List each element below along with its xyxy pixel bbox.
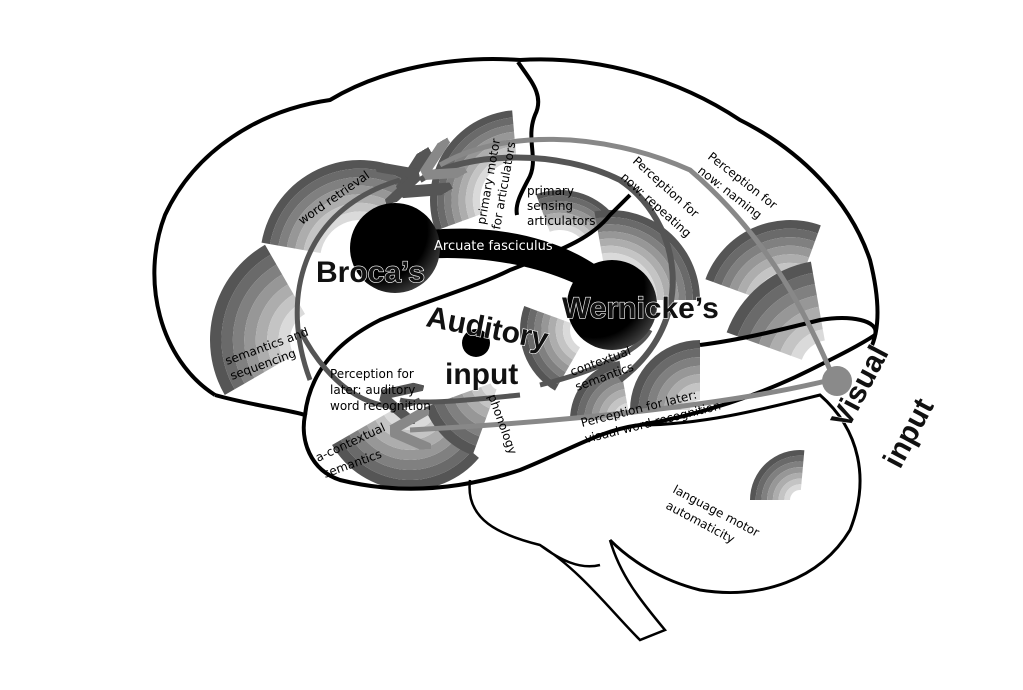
- wedge-visual-3-band: [748, 284, 817, 345]
- primary-sensing-label-3: articulators: [527, 214, 595, 228]
- wedge-phonology-band: [434, 400, 480, 446]
- primary-sensing-label-2: sensing: [527, 199, 573, 213]
- wedge-wernicke-band: [598, 231, 679, 300]
- arrow-word-retrieval: [294, 180, 400, 381]
- wedge-visual-2-band: [672, 382, 700, 410]
- wedge-visual-2-band: [655, 365, 700, 410]
- wedge-contextual-semantics-band: [562, 320, 580, 354]
- perception-auditory-label-1: Perception for: [330, 367, 414, 381]
- wedge-primary-sensing-band: [538, 195, 610, 223]
- wedge-primary-sensing-band: [536, 190, 614, 219]
- visual-node: [822, 366, 852, 396]
- wedge-acontextual-band: [349, 430, 464, 470]
- wedge-visual-3-band: [758, 295, 819, 349]
- wedge-naming-band: [729, 245, 812, 291]
- arcuate-fasciculus: [395, 228, 615, 305]
- wedge-primary-sensing-band: [543, 212, 597, 234]
- wedge-contextual-semantics-band: [541, 313, 570, 373]
- wedge-wernicke-band: [596, 224, 686, 300]
- wedge-language-motor-band: [778, 478, 802, 500]
- wedge-phonology-band: [462, 390, 490, 418]
- auditory-label-2: input: [445, 358, 518, 391]
- wedge-semantics-sequencing-band: [232, 264, 283, 384]
- central-sulcus: [514, 60, 541, 216]
- wedge-phonology-band: [481, 383, 497, 399]
- arrow-repeating: [420, 158, 676, 383]
- wedge-word-retrieval-band: [278, 177, 402, 248]
- wedge-semantics-sequencing-band: [244, 274, 288, 378]
- sylvian-fissure: [303, 193, 632, 416]
- wedge-language-motor-band: [750, 450, 805, 500]
- wedge-language-motor-band: [772, 472, 803, 500]
- wedge-word-retrieval-band: [269, 168, 406, 246]
- wedge-visual-3-band: [737, 272, 815, 341]
- temporal-lobe-outline: [214, 316, 878, 491]
- wedge-word-retrieval-band: [295, 194, 393, 251]
- arrow-wernicke-loop: [539, 328, 653, 388]
- wedge-language-motor-band: [767, 467, 803, 500]
- wedge-primary-sensing-band: [541, 207, 601, 230]
- wedge-semantics-sequencing-band: [267, 294, 300, 367]
- wedge-acontextual-band: [332, 440, 479, 491]
- wedge-primary-sensing-band: [545, 218, 592, 238]
- wedge-semantics-sequencing-band: [255, 284, 294, 373]
- wedge-primary-sensing-band: [547, 224, 588, 241]
- arrow-naming: [440, 136, 833, 371]
- wedge-primary-motor-band: [458, 138, 516, 222]
- broca-node: [350, 203, 440, 293]
- wedge-language-motor-band: [761, 461, 804, 500]
- wedge-naming-band: [705, 220, 821, 283]
- wedge-acontextual-band: [340, 435, 472, 481]
- wedge-primary-motor-band: [430, 110, 513, 231]
- wedge-naming-band: [713, 228, 818, 286]
- wernicke-node: [567, 260, 657, 350]
- wedge-semantics-sequencing-band: [210, 244, 271, 395]
- arrow-auditory-recognition: [400, 395, 521, 402]
- visual-label-2: input: [877, 393, 941, 473]
- wernicke-label: Wernicke’s: [562, 292, 719, 325]
- wedge-naming-band: [721, 237, 815, 289]
- wedge-wernicke-band: [599, 238, 672, 300]
- broca-label: Broca’s: [316, 256, 425, 289]
- wedge-word-retrieval-band: [286, 185, 398, 249]
- wedge-semantics-sequencing-band: [221, 254, 277, 390]
- wedge-visual-2-band: [638, 348, 700, 410]
- wedge-acontextual-band: [358, 425, 456, 460]
- arcuate-label: Arcuate fasciculus: [434, 239, 553, 254]
- cerebellum-outline: [608, 393, 862, 594]
- brainstem-outline: [468, 479, 668, 642]
- wedge-visual-2-band: [664, 374, 700, 410]
- wedge-contextual-semantics-band: [555, 318, 577, 360]
- perception-auditory-label-2: later: auditory: [330, 383, 415, 397]
- wedge-visual-1-band: [591, 382, 625, 420]
- perception-auditory-label-3: word recognition: [330, 399, 431, 413]
- wedge-visual-2-band: [647, 357, 700, 410]
- wedge-language-motor-band: [784, 484, 802, 500]
- arrow-visual-recognition: [410, 377, 831, 430]
- wedge-word-retrieval-band: [303, 202, 389, 252]
- wedge-language-motor-band: [755, 455, 804, 500]
- cerebrum-outline: [152, 57, 880, 397]
- wedge-primary-motor-band: [437, 117, 514, 229]
- auditory-node: [462, 329, 490, 357]
- wedge-contextual-semantics-band: [527, 308, 563, 385]
- wedge-contextual-semantics-band: [548, 315, 573, 366]
- wedge-visual-3-band: [726, 261, 813, 337]
- primary-sensing-label-1: primary: [527, 184, 574, 198]
- pathway-arrows: [294, 136, 833, 430]
- wedge-visual-1-band: [577, 367, 623, 420]
- wedge-visual-1-band: [570, 360, 621, 420]
- wedge-wernicke-band: [600, 245, 665, 300]
- wedge-primary-motor-band: [451, 131, 515, 224]
- wedge-contextual-semantics-band: [534, 310, 566, 379]
- wedge-visual-1-band: [598, 389, 626, 420]
- wedge-primary-motor-band: [444, 124, 515, 226]
- wedge-visual-2-band: [630, 340, 700, 410]
